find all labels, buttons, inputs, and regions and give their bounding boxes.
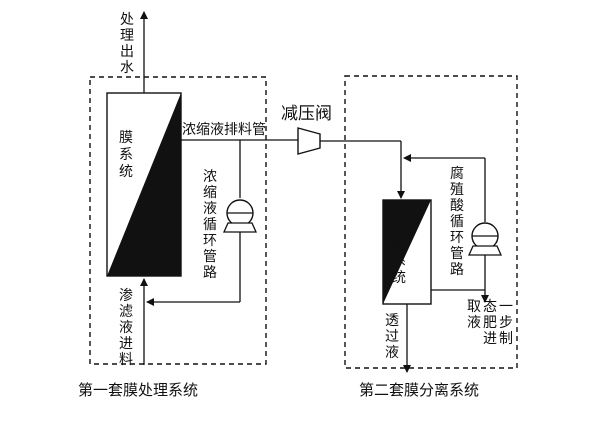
membrane-system-2-label: 膜系统 (392, 236, 406, 286)
svg-text:水: 水 (120, 60, 134, 76)
system-2-boundary (344, 75, 518, 369)
svg-text:取: 取 (467, 299, 481, 315)
svg-text:进: 进 (483, 331, 497, 347)
svg-text:统: 统 (119, 164, 133, 180)
svg-text:透: 透 (385, 313, 399, 329)
svg-text:液: 液 (467, 315, 481, 331)
pump-1-icon (222, 199, 258, 233)
system-2-caption: 第二套膜分离系统 (359, 381, 479, 399)
svg-text:料: 料 (119, 352, 133, 368)
svg-text:统: 统 (392, 270, 406, 286)
svg-text:膜: 膜 (119, 130, 133, 146)
svg-text:腐: 腐 (450, 165, 464, 182)
svg-text:液: 液 (119, 320, 133, 336)
svg-text:步: 步 (499, 315, 513, 331)
svg-text:路: 路 (203, 265, 217, 281)
svg-text:路: 路 (450, 262, 464, 278)
svg-text:系: 系 (392, 253, 406, 269)
svg-text:缩: 缩 (203, 185, 217, 201)
svg-text:肥: 肥 (483, 315, 497, 331)
svg-text:循: 循 (203, 217, 217, 233)
svg-text:浓: 浓 (203, 169, 217, 185)
pump-2-icon (467, 222, 503, 256)
membrane-module-1 (106, 92, 182, 277)
pressure-reducing-valve-label: 减压阀 (281, 104, 332, 124)
svg-text:进: 进 (119, 336, 133, 352)
pressure-reducing-valve-icon (297, 127, 321, 155)
humic-acid-recirculation-loop (403, 154, 486, 291)
svg-text:制: 制 (499, 331, 513, 347)
svg-text:膜: 膜 (392, 236, 406, 252)
feed-to-membrane-2 (320, 140, 405, 199)
svg-text:处: 处 (120, 12, 134, 28)
svg-text:一: 一 (499, 299, 513, 315)
svg-text:液: 液 (385, 345, 399, 361)
svg-text:酸: 酸 (450, 198, 464, 214)
svg-text:环: 环 (450, 230, 464, 246)
svg-text:环: 环 (203, 233, 217, 249)
svg-text:管: 管 (450, 246, 464, 262)
svg-text:态: 态 (483, 299, 497, 315)
svg-text:渗: 渗 (119, 288, 133, 304)
svg-text:系: 系 (119, 147, 133, 163)
svg-text:殖: 殖 (450, 181, 464, 198)
system-1-caption: 第一套膜处理系统 (78, 381, 198, 399)
svg-text:理: 理 (120, 28, 134, 44)
svg-text:出: 出 (120, 44, 134, 60)
permeate-label: 透过液 (385, 313, 399, 361)
concentrate-discharge-pipe-label: 浓缩液排料管 (182, 122, 266, 138)
svg-text:滤: 滤 (119, 304, 133, 320)
membrane-module-2 (382, 199, 432, 305)
system-1-boundary (89, 76, 267, 365)
svg-text:过: 过 (385, 329, 399, 345)
membrane-system-1-label: 膜系统 (119, 130, 133, 180)
concentrate-recirculation-loop (146, 139, 241, 306)
svg-text:液: 液 (203, 201, 217, 217)
svg-text:管: 管 (203, 249, 217, 265)
svg-text:循: 循 (450, 214, 464, 230)
